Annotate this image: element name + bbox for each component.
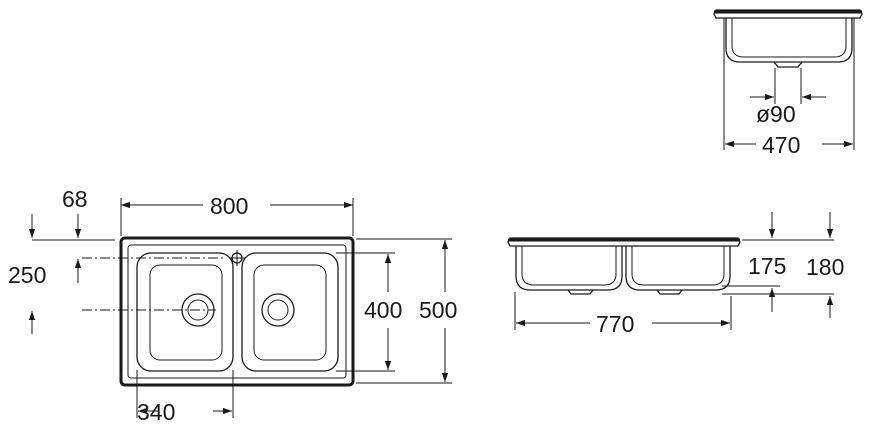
dim-800: 800 bbox=[120, 193, 354, 236]
right-drain-outer bbox=[261, 293, 295, 327]
dim-400-label: 400 bbox=[364, 297, 402, 323]
left-bowl-inner bbox=[149, 264, 223, 361]
right-bowl-outer bbox=[241, 252, 339, 372]
dim-400: 400 bbox=[336, 252, 402, 372]
side-section-view bbox=[713, 9, 863, 150]
dim-180-label: 180 bbox=[806, 254, 844, 280]
dim-68-label: 68 bbox=[62, 186, 88, 212]
dim-90: ø90 bbox=[750, 93, 826, 127]
dim-250-label: 250 bbox=[8, 262, 46, 288]
dim-470-label: 470 bbox=[762, 132, 800, 158]
plan-view bbox=[82, 236, 355, 387]
dim-500-label: 500 bbox=[419, 297, 457, 323]
dim-500: 500 bbox=[356, 238, 457, 384]
dim-470: 470 bbox=[725, 132, 853, 158]
left-bowl-outer bbox=[136, 252, 234, 372]
dim-68: 68 bbox=[28, 186, 115, 241]
dim-180: 180 bbox=[806, 212, 844, 318]
front-section-view bbox=[507, 237, 834, 330]
dim-340-label: 340 bbox=[137, 399, 175, 425]
dim-90-label: ø90 bbox=[756, 101, 796, 127]
dim-175: 175 bbox=[748, 212, 786, 312]
dim-770-label: 770 bbox=[596, 311, 634, 337]
dim-800-label: 800 bbox=[210, 193, 248, 219]
right-bowl-inner bbox=[253, 264, 327, 361]
right-drain-inner bbox=[267, 299, 289, 321]
dim-175-label: 175 bbox=[748, 253, 786, 279]
sink-inner-rim bbox=[127, 244, 347, 379]
dim-250: 250 bbox=[8, 259, 82, 334]
dim-770: 770 bbox=[516, 311, 730, 337]
dim-340: 340 bbox=[136, 370, 234, 425]
sink-outer-rim bbox=[119, 236, 355, 387]
